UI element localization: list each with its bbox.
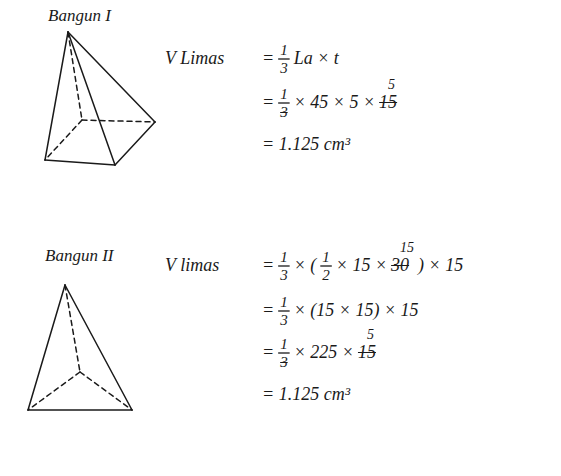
fraction-bar: [320, 265, 332, 266]
cancellation-result: 5: [388, 77, 395, 93]
equation-text: La × t: [294, 48, 339, 68]
fraction-numerator: 1: [322, 249, 330, 265]
cancelled-number: 30: [391, 255, 409, 275]
equation-text: ) × 15: [418, 255, 463, 275]
equation-text: = 1.125 cm³: [262, 134, 350, 154]
fraction-numerator: 1: [280, 336, 288, 352]
fraction-denominator: 3: [280, 267, 288, 283]
equation-text: V Limas: [165, 48, 224, 68]
fraction-bar: [278, 58, 290, 59]
fraction-numerator: 1: [280, 249, 288, 265]
fraction-denominator: 3: [280, 312, 288, 328]
fraction-numerator: 1: [280, 294, 288, 310]
fraction-denominator: 2: [322, 267, 330, 283]
equation-text: =: [262, 342, 274, 362]
equation-text: Bangun I: [48, 6, 111, 26]
equation-text: × 45 × 5 ×: [294, 92, 375, 112]
equation-text: =: [262, 92, 274, 112]
fraction-bar: [278, 265, 290, 266]
equation-text: =: [262, 255, 274, 275]
equation-text: V limas: [165, 255, 219, 275]
fraction-numerator: 1: [280, 86, 288, 102]
equation-text: × 225 ×: [294, 342, 354, 362]
equation-text: =: [262, 300, 274, 320]
equation-text: × (: [294, 255, 317, 275]
fraction-denominator: 3: [280, 354, 288, 370]
equation-text: =: [262, 48, 274, 68]
cancellation-result: 15: [400, 240, 414, 256]
cancellation-result: 5: [367, 327, 374, 343]
fraction-denominator: 3: [280, 60, 288, 76]
fraction-bar: [278, 352, 290, 353]
equation-text: = 1.125 cm³: [262, 384, 350, 404]
cancelled-number: 15: [379, 92, 397, 112]
fraction-bar: [278, 310, 290, 311]
equation-text: Bangun II: [45, 246, 113, 266]
fraction-numerator: 1: [280, 42, 288, 58]
equation-text: × 15 ×: [336, 255, 387, 275]
cancelled-number: 15: [358, 342, 376, 362]
fraction-bar: [278, 102, 290, 103]
fraction-denominator: 3: [280, 104, 288, 120]
equation-text: × (15 × 15) × 15: [294, 300, 419, 320]
